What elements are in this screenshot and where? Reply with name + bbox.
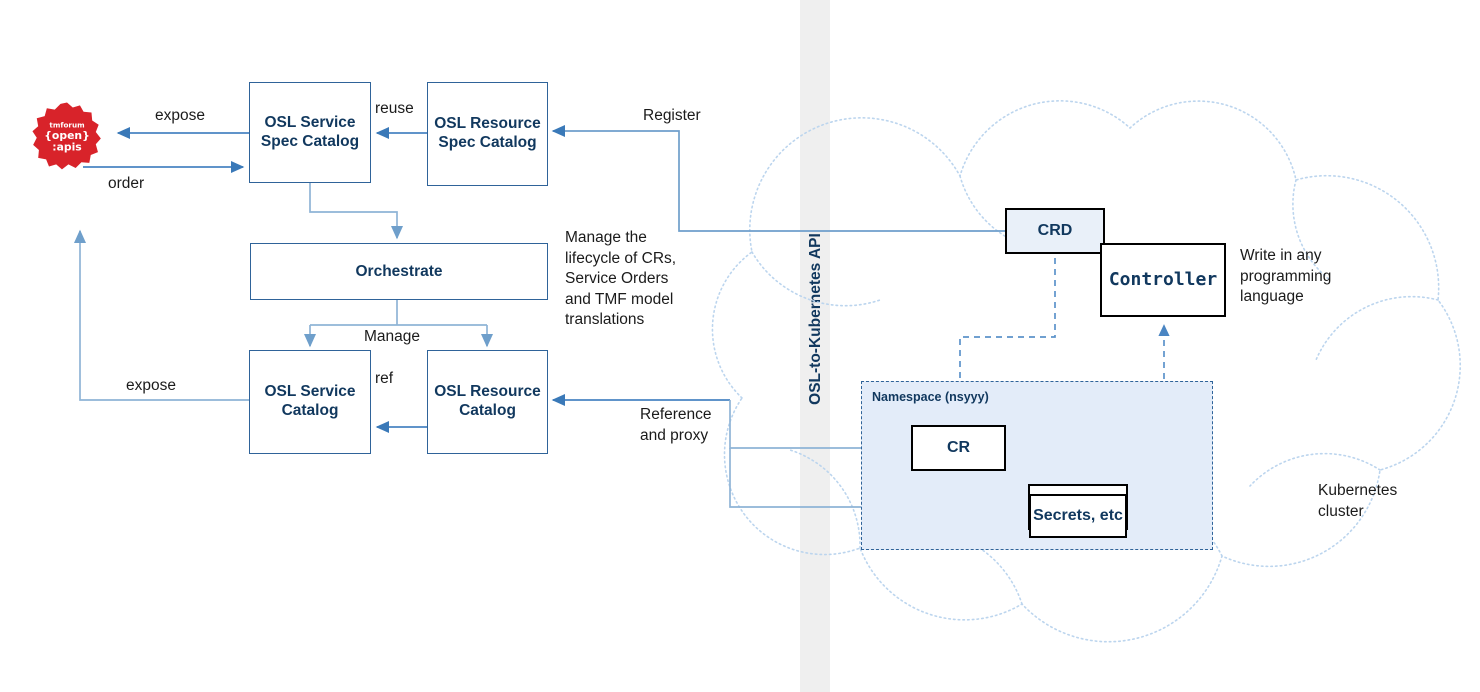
crd-box[interactable]: CRD xyxy=(1005,208,1105,254)
secrets-box[interactable]: Secrets, etc xyxy=(1029,494,1127,538)
controller-box[interactable]: Controller xyxy=(1100,243,1226,317)
osl-service-catalog-box[interactable]: OSL Service Catalog xyxy=(249,350,371,454)
label-reuse: reuse xyxy=(375,100,414,117)
label-reference-and-proxy: Reference and proxy xyxy=(640,406,712,444)
kubernetes-cluster-label: Kubernetes cluster xyxy=(1318,482,1398,520)
connector-spec-to-orchestrate xyxy=(309,183,404,240)
badge-line-1: tmforum xyxy=(49,121,84,130)
label-expose-top: expose xyxy=(155,107,205,124)
osl-to-kubernetes-api-bar: OSL-to-Kubernetes API xyxy=(800,0,830,692)
dashed-crd-to-cr xyxy=(954,258,1056,423)
tmforum-open-apis-badge: tmforum {open} :apis xyxy=(31,101,103,173)
kubernetes-cloud-outline xyxy=(711,100,1461,643)
namespace-label: Namespace (nsyyy) xyxy=(872,390,989,404)
connector-manage-fork xyxy=(303,300,494,348)
cr-box[interactable]: CR xyxy=(911,425,1006,471)
label-order: order xyxy=(108,175,145,192)
label-register: Register xyxy=(643,107,701,124)
osl-resource-spec-catalog-box[interactable]: OSL Resource Spec Catalog xyxy=(427,82,548,186)
osl-resource-catalog-box[interactable]: OSL Resource Catalog xyxy=(427,350,548,454)
orchestrate-box[interactable]: Orchestrate xyxy=(250,243,548,300)
badge-line-3: :apis xyxy=(52,141,81,154)
controller-note: Write in any programming language xyxy=(1240,247,1332,306)
label-ref: ref xyxy=(375,370,394,387)
orchestrate-note: Manage the lifecycle of CRs, Service Ord… xyxy=(565,229,677,329)
label-expose-bottom: expose xyxy=(126,377,176,394)
badge-line-2: {open} xyxy=(44,129,90,142)
osl-service-spec-catalog-box[interactable]: OSL Service Spec Catalog xyxy=(249,82,371,183)
arrow-register xyxy=(551,124,1005,232)
arrow-expose-bottom xyxy=(73,229,249,401)
label-manage: Manage xyxy=(364,328,421,345)
